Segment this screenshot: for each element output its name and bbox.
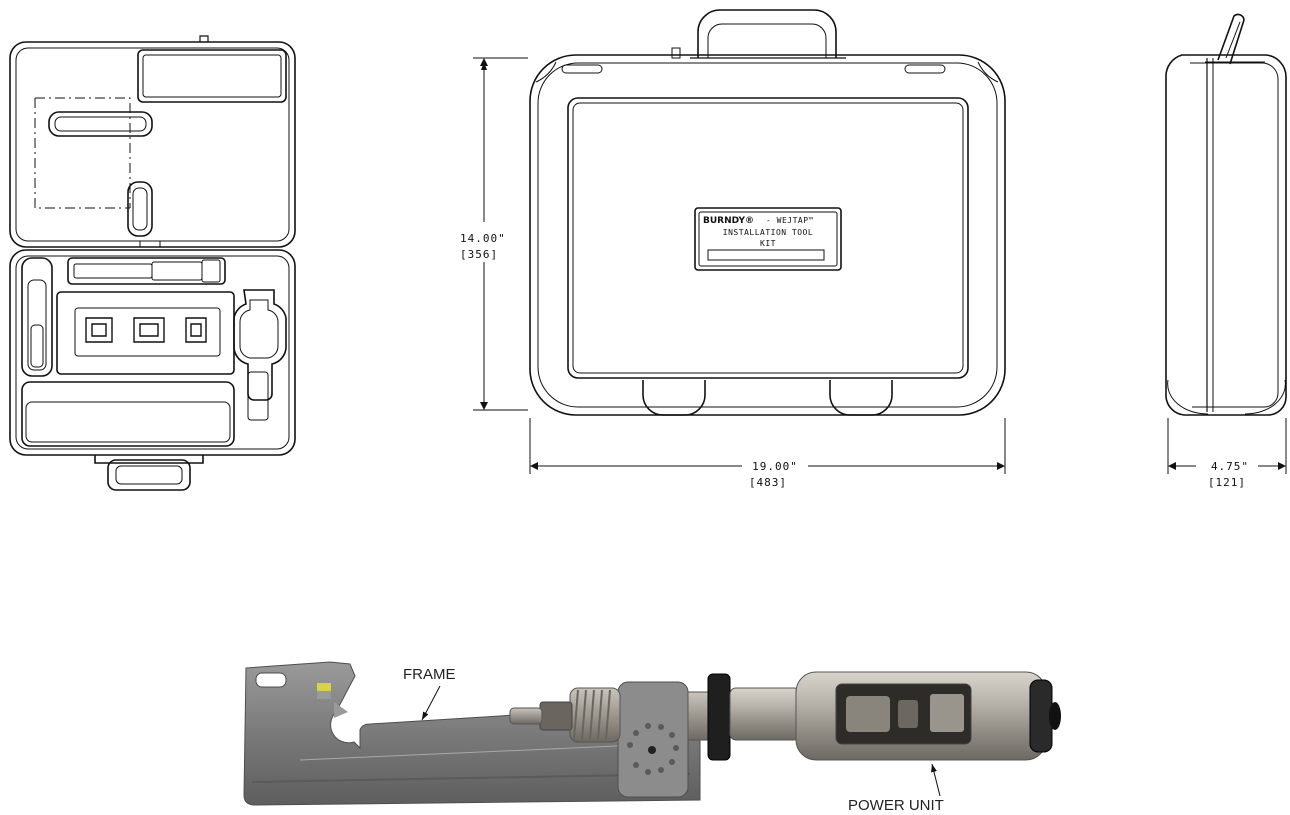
latch-right [829,380,893,416]
front-handle [697,9,837,58]
lid-slot-vertical [127,181,153,237]
front-case-view [529,9,1006,416]
case-lid [9,41,296,248]
base-tool-slot [67,257,226,285]
case-base [9,249,296,456]
latch-left [642,380,706,416]
nameplate-line2: INSTALLATION TOOL [723,228,813,237]
frame-label: FRAME [403,666,456,683]
frame-head-bolts [627,723,679,775]
power-unit-leader [931,763,941,797]
tool-frame [243,661,701,806]
base-left-slot [21,257,53,377]
frame-leader [421,685,441,721]
open-case-view [9,35,296,491]
base-bottom-compartment [21,381,235,447]
open-case-handle [94,455,204,464]
lid-slot-horizontal [48,111,153,137]
nameplate-text: BURNDY® - WEJTAP™ INSTALLATION TOOL KIT [703,216,814,248]
frame-head [617,681,689,798]
tool-labels: FRAME POWER UNIT [403,666,944,814]
base-die-tray [56,291,235,375]
width-dimension [529,418,1006,474]
side-case-view [1165,13,1287,416]
nameplate [694,207,842,271]
nameplate-brand: BURNDY® [703,216,754,226]
power-unit-cap [1029,679,1053,753]
black-washer [707,673,731,761]
height-dimension [473,57,528,411]
height-dim-mm: [356] [460,248,498,261]
width-dim-mm: [483] [749,476,787,489]
power-unit-label: POWER UNIT [848,797,944,814]
tool-photo [243,661,1061,806]
depth-dim-mm: [121] [1208,476,1246,489]
lid-pocket [137,49,287,103]
depth-dimension [1167,418,1287,474]
front-panel [567,97,969,379]
width-dim-inches: 19.00" [752,460,798,473]
front-case-body [529,54,1006,416]
side-handle [1217,13,1245,65]
nameplate-line3: KIT [760,239,776,248]
depth-dim-inches: 4.75" [1211,460,1249,473]
nameplate-product: - WEJTAP™ [766,216,814,225]
height-dim-inches: 14.00" [460,232,506,245]
